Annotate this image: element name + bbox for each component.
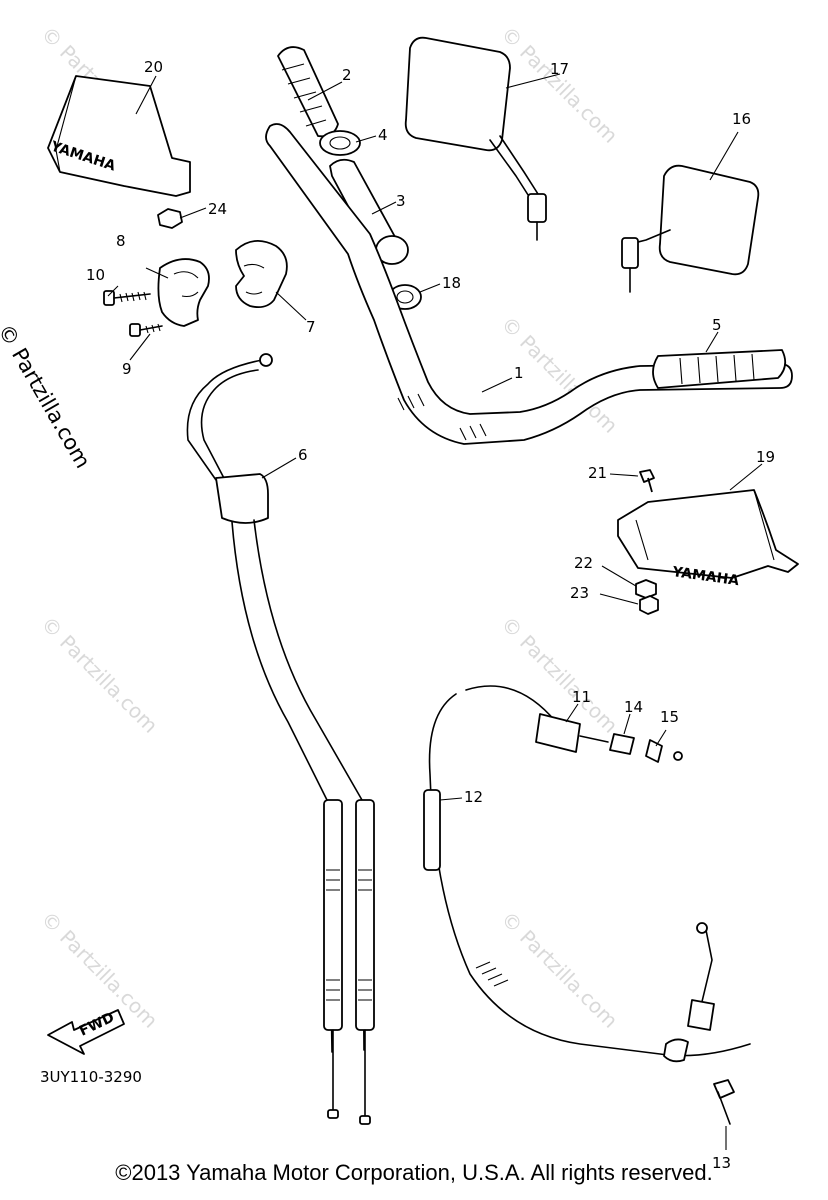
watermark: © Partzilla.com bbox=[496, 907, 622, 1033]
callout-1: 1 bbox=[514, 364, 524, 382]
callout-21: 21 bbox=[588, 464, 607, 482]
callout-9: 9 bbox=[122, 360, 132, 378]
nut-24 bbox=[157, 208, 183, 229]
grip-collar bbox=[319, 130, 361, 156]
copyright-notice: ©2013 Yamaha Motor Corporation, U.S.A. A… bbox=[115, 1160, 713, 1185]
callout-labels: 1 2 3 4 5 6 7 8 9 10 11 12 13 14 15 16 1… bbox=[86, 58, 775, 1172]
callout-18: 18 bbox=[442, 274, 461, 292]
clutch-cable bbox=[423, 685, 751, 1125]
callout-19: 19 bbox=[756, 448, 775, 466]
callout-15: 15 bbox=[660, 708, 679, 726]
callout-11: 11 bbox=[572, 688, 591, 706]
hand-guard-right: YAMAHA bbox=[617, 489, 799, 589]
nut-22 bbox=[635, 579, 657, 599]
callout-2: 2 bbox=[342, 66, 352, 84]
callout-16: 16 bbox=[732, 110, 751, 128]
grip-right bbox=[652, 349, 787, 389]
callout-10: 10 bbox=[86, 266, 105, 284]
throttle-tube bbox=[329, 158, 409, 265]
callout-4: 4 bbox=[378, 126, 388, 144]
handlebar bbox=[265, 123, 793, 445]
callout-17: 17 bbox=[550, 60, 569, 78]
mirror-right bbox=[621, 164, 760, 293]
screw-9 bbox=[129, 323, 163, 337]
throttle-cables bbox=[186, 353, 375, 1125]
nut-23 bbox=[639, 595, 659, 615]
callout-13: 13 bbox=[712, 1154, 731, 1172]
fwd-arrow: FWD bbox=[47, 1009, 125, 1055]
mirror-left bbox=[404, 36, 547, 241]
diagram-code: 3UY110-3290 bbox=[40, 1068, 142, 1086]
leader-lines bbox=[107, 73, 763, 1150]
callout-7: 7 bbox=[306, 318, 316, 336]
callout-12: 12 bbox=[464, 788, 483, 806]
callout-3: 3 bbox=[396, 192, 406, 210]
bolt-21 bbox=[639, 469, 655, 493]
callout-23: 23 bbox=[570, 584, 589, 602]
watermark: © Partzilla.com bbox=[36, 612, 162, 738]
screw-10 bbox=[103, 290, 151, 306]
callout-14: 14 bbox=[624, 698, 643, 716]
watermark: © Partzilla.com bbox=[496, 22, 622, 148]
callout-6: 6 bbox=[298, 446, 308, 464]
callout-20: 20 bbox=[144, 58, 163, 76]
holder-left bbox=[157, 258, 210, 327]
callout-8: 8 bbox=[116, 232, 126, 250]
throttle-grip bbox=[277, 46, 339, 138]
callout-24: 24 bbox=[208, 200, 227, 218]
holder-right bbox=[235, 240, 288, 309]
hand-guard-left: YAMAHA bbox=[47, 75, 191, 197]
callout-5: 5 bbox=[712, 316, 722, 334]
callout-22: 22 bbox=[574, 554, 593, 572]
